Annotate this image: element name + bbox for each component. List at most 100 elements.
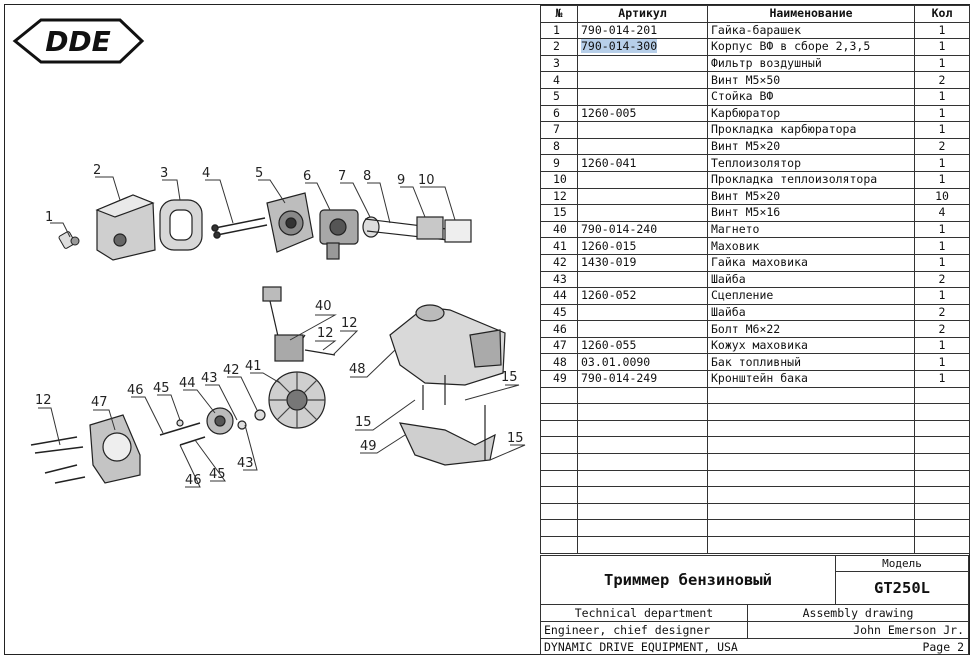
cell-name: Фильтр воздушный (707, 54, 915, 73)
page-number: Page 2 (840, 638, 969, 655)
callout: 3 (160, 166, 168, 181)
cell-name: Прокладка теплоизолятора (707, 170, 915, 189)
cell-name: Маховик (707, 237, 915, 255)
cell-qty: 10 (914, 187, 970, 206)
empty-cell (707, 519, 915, 537)
cell-name: Стойка ВФ (707, 87, 915, 106)
cell-qty: 1 (914, 104, 970, 123)
cell-no: 10 (540, 170, 578, 189)
cell-qty: 2 (914, 303, 970, 322)
empty-cell (540, 536, 578, 554)
callout: 12 (341, 316, 358, 331)
cell-name: Шайба (707, 303, 915, 322)
cell-no: 4 (540, 71, 578, 89)
flywheel-part (268, 371, 326, 429)
empty-cell (577, 469, 708, 488)
air-filter-part (159, 199, 203, 251)
empty-row (540, 436, 970, 455)
cell-name: Теплоизолятор (707, 154, 915, 172)
cell-qty: 1 (914, 220, 970, 239)
cell-qty: 1 (914, 38, 970, 56)
empty-cell (540, 469, 578, 488)
empty-cell (914, 519, 970, 537)
cell-qty: 1 (914, 336, 970, 355)
empty-cell (707, 536, 915, 554)
cell-no: 44 (540, 287, 578, 305)
cell-name: Карбюратор (707, 104, 915, 123)
washers-part (176, 407, 266, 435)
empty-cell (540, 453, 578, 471)
empty-cell (577, 519, 708, 537)
cell-article: 1260-015 (577, 237, 708, 255)
cell-name: Кронштейн бака (707, 370, 915, 388)
cell-no: 46 (540, 320, 578, 338)
cell-no: 48 (540, 353, 578, 372)
empty-cell (914, 486, 970, 504)
callout: 48 (349, 362, 366, 377)
cell-article (577, 170, 708, 189)
cell-qty: 1 (914, 237, 970, 255)
callout: 15 (507, 431, 524, 446)
cell-name: Корпус ВФ в сборе 2,3,5 (707, 38, 915, 56)
role: Engineer, chief designer (540, 621, 748, 639)
cell-article: 1260-052 (577, 287, 708, 305)
callout: 2 (93, 163, 101, 178)
callout: 15 (355, 415, 372, 430)
magneto-part (262, 286, 336, 362)
empty-row (540, 386, 970, 405)
table-header-row: № Артикул Наименование Кол (540, 5, 970, 23)
cell-article (577, 54, 708, 73)
empty-cell (540, 519, 578, 537)
header-name: Наименование (707, 5, 915, 23)
cell-article: 790-014-249 (577, 370, 708, 388)
empty-cell (577, 486, 708, 504)
cell-no: 1 (540, 21, 578, 40)
callout: 7 (338, 169, 346, 184)
model-label: Модель (835, 556, 969, 572)
cell-qty: 1 (914, 287, 970, 305)
cell-article: 1260-041 (577, 154, 708, 172)
empty-cell (540, 403, 578, 421)
cell-article (577, 303, 708, 322)
cell-article (577, 187, 708, 206)
cell-no: 45 (540, 303, 578, 322)
empty-cell (914, 453, 970, 471)
cell-name: Гайка маховика (707, 253, 915, 272)
logo-text: DDE (45, 25, 111, 58)
callout: 45 (209, 467, 226, 482)
cell-name: Шайба (707, 270, 915, 289)
cell-article (577, 87, 708, 106)
cell-no: 42 (540, 253, 578, 272)
cell-qty: 1 (914, 370, 970, 388)
cell-no: 49 (540, 370, 578, 388)
flywheel-housing-part (89, 414, 141, 484)
cell-no: 40 (540, 220, 578, 239)
cell-name: Магнето (707, 220, 915, 239)
callout: 43 (237, 456, 254, 471)
callout: 49 (360, 439, 377, 454)
empty-row (540, 519, 970, 537)
cell-no: 41 (540, 237, 578, 255)
cell-article (577, 137, 708, 156)
empty-cell (914, 502, 970, 521)
callout: 1 (45, 210, 53, 225)
bolts-part (159, 422, 206, 446)
cell-no: 8 (540, 137, 578, 156)
cell-qty: 2 (914, 270, 970, 289)
empty-cell (577, 403, 708, 421)
callout: 4 (202, 166, 210, 181)
model-value: GT250L (835, 571, 969, 605)
empty-cell (707, 486, 915, 504)
callout: 15 (501, 370, 518, 385)
cell-qty: 4 (914, 204, 970, 222)
empty-row (540, 502, 970, 521)
callout: 5 (255, 166, 263, 181)
